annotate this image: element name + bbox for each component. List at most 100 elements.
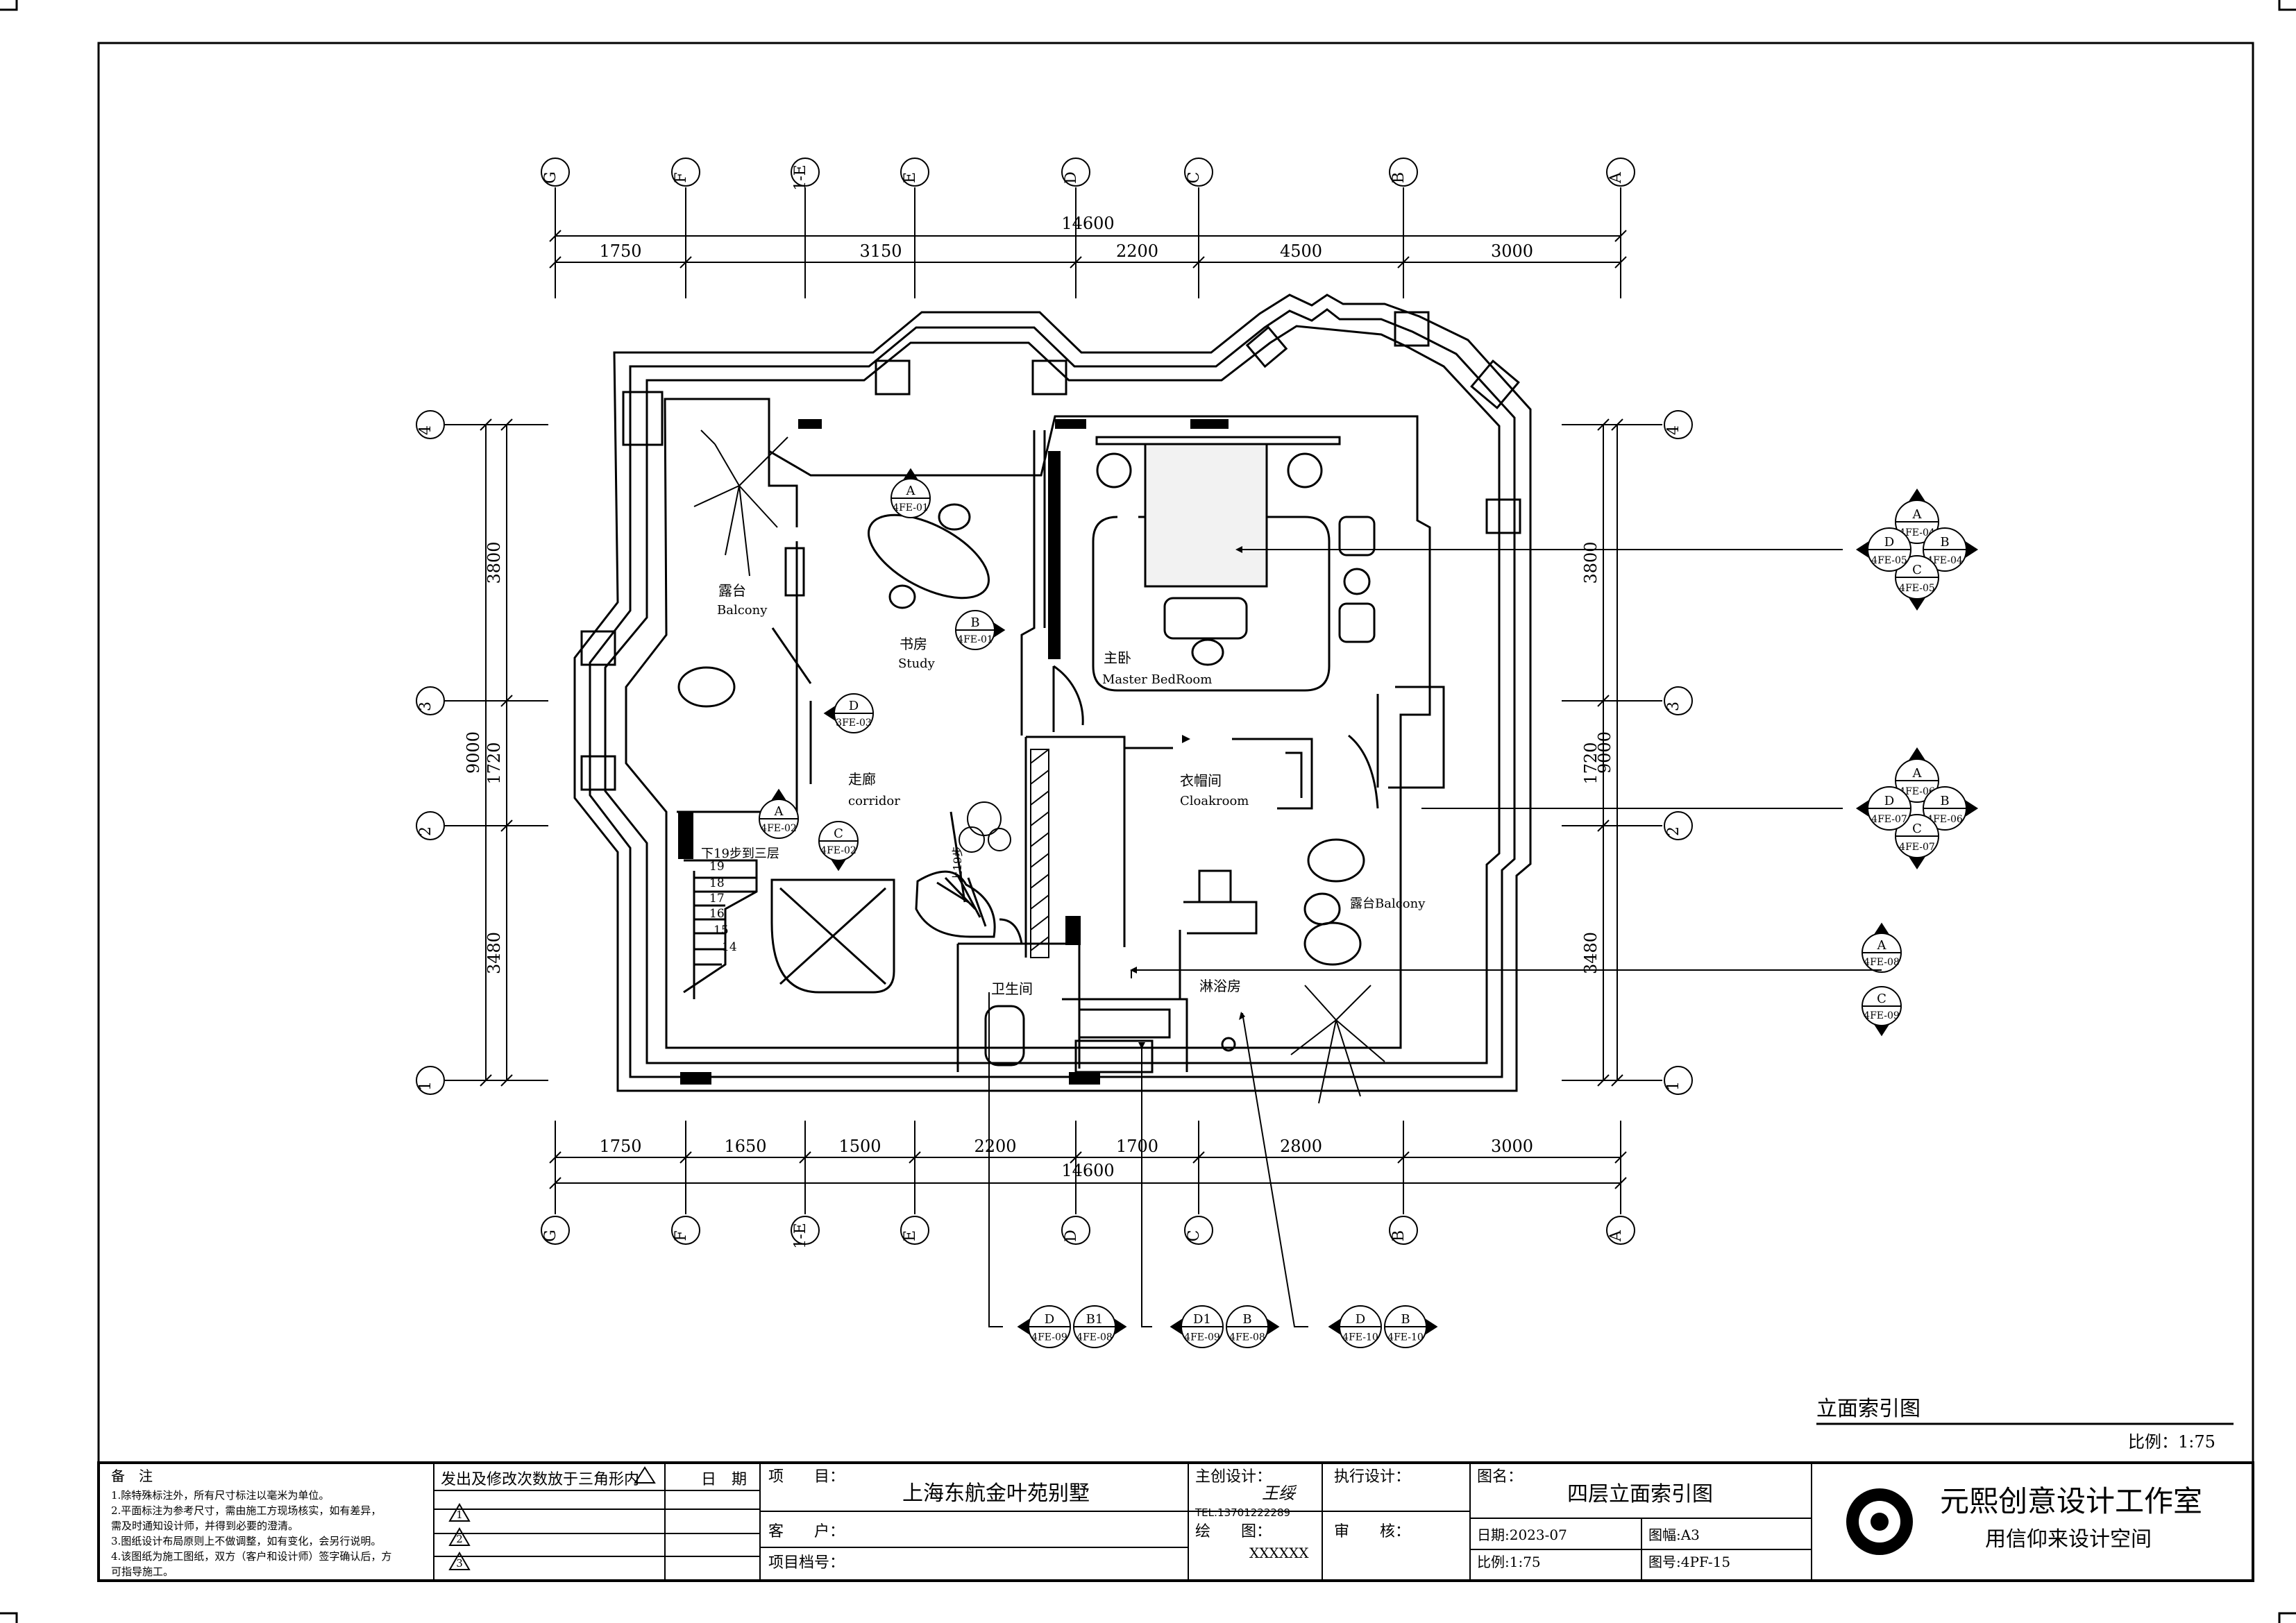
note-line: 需及时通知设计师，并得到必要的澄清。 [111,1520,298,1532]
marker-ref: 4FE-04 [1927,555,1963,566]
dim-top-seg: 4500 [1280,241,1322,261]
grid-bubble-top: C [1185,172,1203,184]
elevation-marker: C 4FE-02 [818,821,859,872]
marker-letter: A [1912,766,1923,781]
name-value: 四层立面索引图 [1567,1482,1713,1506]
plant-graphics [693,430,1385,1104]
marker-letter: D [1356,1312,1365,1327]
grid-bubble-top: B [1390,172,1408,183]
marker-letter: C [1877,992,1886,1006]
grid-bubble-right: 1 [1665,1081,1682,1091]
grid-bubble-bottom: D [1063,1230,1080,1242]
note-line: 2.平面标注为参考尺寸，需由施工方现场核实，如有差异， [111,1504,381,1517]
marker-letter: A [906,484,916,498]
marker-ref: 4FE-08 [1077,1332,1113,1343]
marker-letter: C [834,826,843,841]
scale: 比例:1:75 [1477,1554,1541,1570]
size: 图幅:A3 [1648,1527,1700,1543]
balcony-left-en: Balcony [717,603,768,618]
dim-bottom-seg: 2200 [974,1137,1016,1156]
revision-title: 发出及修改次数放于三角形内 [441,1471,639,1488]
marker-letter: B [1940,535,1949,550]
marker-ref: 4FE-05 [1899,583,1935,594]
project-label: 项 目： [768,1468,845,1486]
elevation-marker: B 4FE-06 [1923,786,1979,831]
master-en: Master BedRoom [1102,672,1212,687]
grid-bubble-top: A [1607,171,1625,184]
dim-top-seg: 1750 [599,241,641,261]
caption-scale: 比例：1:75 [2128,1432,2215,1452]
marker-ref: 4FE-01 [957,634,993,645]
marker-ref: 4FE-09 [1031,1332,1067,1343]
marker-letter: A [1877,938,1887,953]
marker-ref: 4FE-10 [1342,1332,1378,1343]
note-line: 3.图纸设计布局原则上不做调整，如有变化，会另行说明。 [111,1535,381,1547]
grid-bubble-bottom: F [673,1230,690,1241]
marker-letter: D [1884,794,1894,808]
marker-letter: B [1940,794,1949,808]
stair-step-number: 14 [722,940,737,954]
corridor-cn: 走廊 [848,771,876,788]
note-line: 可指导施工。 [111,1565,174,1578]
marker-ref: 4FE-07 [1899,842,1935,853]
dim-bottom-total: 14600 [1061,1161,1114,1180]
chief-label: 主创设计： [1195,1468,1272,1486]
marker-ref: 4FE-02 [820,845,856,856]
elevation-marker: D 4FE-07 [1855,786,1911,831]
marker-ref: 4FE-07 [1871,814,1907,825]
marker-letter: A [1912,507,1923,522]
project-value: 上海东航金叶苑别墅 [902,1481,1090,1506]
index-leaders [988,549,1882,1327]
study-en: Study [898,656,936,671]
dim-bottom-seg: 3000 [1491,1137,1533,1156]
dim-right-total: 9000 [1595,731,1614,774]
marker-ref: 4FE-05 [1871,555,1907,566]
marker-letter: A [774,804,784,819]
grid-bubble-right: 4 [1665,425,1682,435]
marker-ref: 4FE-08 [1864,957,1900,968]
balcony-left-cn: 露台 [718,582,746,599]
hatched-wall [1030,749,1049,958]
grid-bubble-right: 3 [1665,702,1682,711]
dim-right-seg: 1720 [1581,742,1601,784]
marker-ref: 4FE-06 [1927,814,1963,825]
review-label: 审 核： [1334,1523,1410,1540]
marker-letter: D [1045,1312,1054,1327]
revision-number: 1 [456,1509,463,1521]
marker-letter: D1 [1193,1312,1211,1327]
note-line: 4.该图纸为施工图纸，双方（客户和设计师）签字确认后，方 [111,1550,391,1563]
notes-lines: 1.除特殊标注外，所有尺寸标注以毫米为单位。 2.平面标注为参考尺寸，需由施工方现… [111,1489,391,1578]
dim-top-seg: 3150 [859,241,902,261]
grid-bubble-bottom: G [542,1230,559,1242]
grid-bubble-top: 1-E [792,164,809,191]
revision-triangle-icon [448,1552,471,1570]
dim-left-seg: 3800 [484,541,504,584]
stair-up: 上19步 [951,846,964,882]
draw-value: XXXXXX [1249,1545,1309,1561]
bed [1144,443,1268,588]
note-line: 1.除特殊标注外，所有尺寸标注以毫米为单位。 [111,1489,329,1502]
revision-number: 2 [456,1533,463,1545]
company-sub: 用信仰来设计空间 [1985,1527,2152,1552]
company-name: 元熙创意设计工作室 [1940,1484,2202,1518]
dim-right-seg: 3480 [1581,932,1601,974]
signature: 王绥 [1262,1484,1297,1503]
plan-walls [573,294,1532,1092]
dim-bottom-seg: 2800 [1280,1137,1322,1156]
stair-step-number: 15 [714,924,729,937]
company-logo-icon [1846,1488,1913,1555]
caption-title: 立面索引图 [1816,1397,1921,1421]
marker-ref: 4FE-02 [761,823,797,834]
name-label: 图名： [1477,1468,1523,1486]
dim-top-seg: 3000 [1491,241,1533,261]
elevation-marker: D 4FE-10 [1328,1305,1382,1348]
draw-label: 绘 图： [1195,1523,1272,1540]
